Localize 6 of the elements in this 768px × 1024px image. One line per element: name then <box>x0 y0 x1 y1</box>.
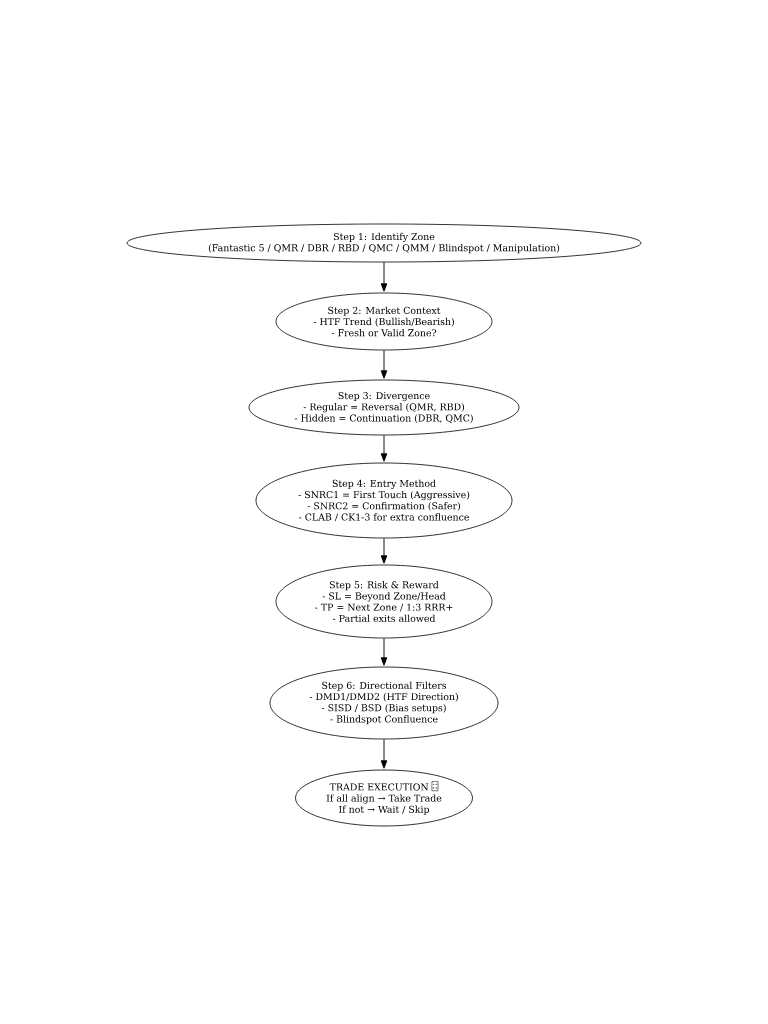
arrow <box>380 434 388 462</box>
arrow <box>380 738 388 769</box>
arrow <box>380 349 388 379</box>
arrow <box>380 537 388 564</box>
arrow <box>380 637 388 666</box>
arrow <box>380 261 388 292</box>
